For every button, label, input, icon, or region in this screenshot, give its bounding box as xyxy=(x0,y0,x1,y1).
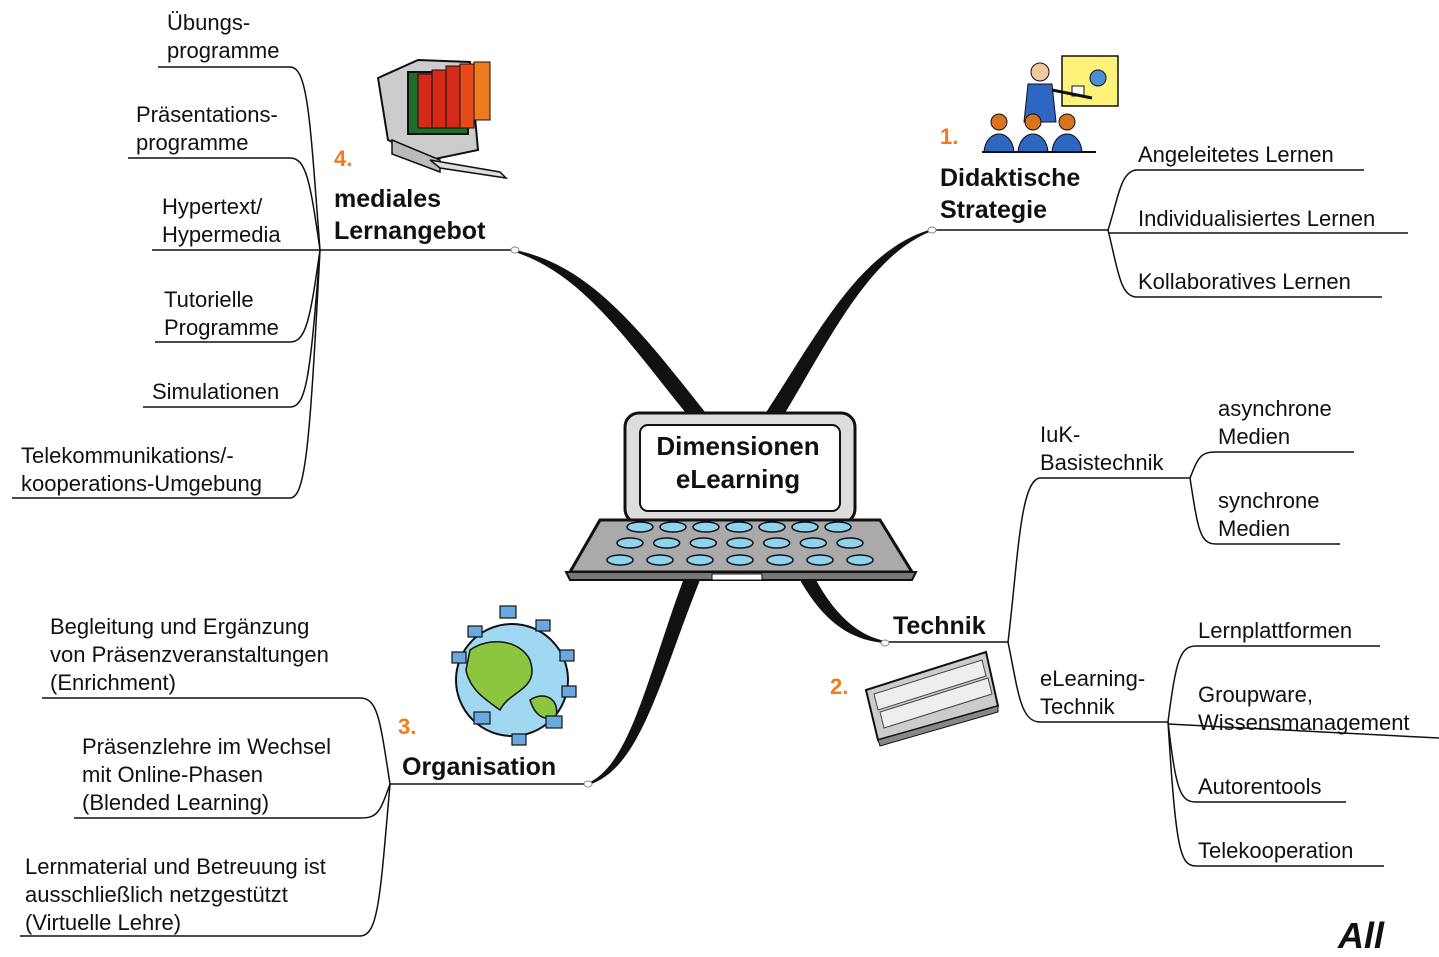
laptop-key xyxy=(686,554,714,566)
connector-technik xyxy=(800,578,885,643)
laptop-key xyxy=(806,554,834,566)
partial-footer-text: All xyxy=(1338,915,1385,956)
technik-iuk-item-1: asynchrone Medien xyxy=(1218,396,1332,449)
branch-number-technik: 2. xyxy=(830,674,849,699)
medial-item-6: Telekommunikations/- kooperations-Umgebu… xyxy=(21,443,262,496)
didaktik-item-2: Individualisiertes Lernen xyxy=(1138,206,1376,231)
branch-title-didaktik: Didaktische Strategie xyxy=(940,164,1081,224)
organisation-item-3: Lernmaterial und Betreuung ist ausschlie… xyxy=(25,854,326,935)
laptop-key xyxy=(652,537,681,549)
didaktik-item-3: Kollaboratives Lernen xyxy=(1138,269,1351,294)
laptop-key xyxy=(846,554,874,566)
connector-medial xyxy=(515,250,705,418)
laptop-key xyxy=(791,521,819,533)
didaktik-item-1: Angeleitetes Lernen xyxy=(1138,142,1334,167)
medial-lines xyxy=(12,66,515,499)
laptop-key xyxy=(626,521,654,533)
technik-el-item-3: Autorentools xyxy=(1198,774,1322,799)
laptop-key xyxy=(766,554,794,566)
laptop-key xyxy=(799,537,828,549)
globe-icon xyxy=(451,605,577,746)
laptop-key xyxy=(689,537,718,549)
keyboard-icon xyxy=(864,650,1000,747)
connector-organisation xyxy=(588,578,700,785)
laptop-key xyxy=(726,554,754,566)
technik-el-item-4: Telekooperation xyxy=(1198,838,1354,863)
laptop-key xyxy=(726,537,754,549)
technik-iuk-item-2: synchrone Medien xyxy=(1218,488,1320,541)
laptop-key xyxy=(762,537,791,549)
medial-item-2: Präsentations- programme xyxy=(136,102,278,155)
branch-number-didaktik: 1. xyxy=(940,124,959,149)
branch-title-organisation: Organisation xyxy=(402,753,557,781)
laptop-key xyxy=(725,521,753,533)
didaktik-lines xyxy=(932,169,1408,298)
technik-el-item-1: Lernplattformen xyxy=(1198,618,1353,643)
laptop-key xyxy=(659,521,687,533)
medial-item-1: Übungs- programme xyxy=(167,10,280,63)
technik-lines xyxy=(885,451,1439,867)
laptop-key xyxy=(616,537,644,549)
branch-number-organisation: 3. xyxy=(398,714,417,739)
computer-books-icon xyxy=(376,58,509,180)
laptop-key xyxy=(836,537,864,549)
connector-didaktik xyxy=(765,229,932,418)
branch-number-medial: 4. xyxy=(334,146,353,171)
main-connectors xyxy=(515,229,932,785)
medial-item-5: Simulationen xyxy=(152,379,280,404)
laptop-key xyxy=(692,521,720,533)
laptop-key xyxy=(606,554,634,566)
branch-title-technik: Technik xyxy=(893,612,986,640)
organisation-lines xyxy=(20,697,588,937)
medial-item-4: Tutorielle Programme xyxy=(164,287,279,340)
technik-sub-iuk: IuK- Basistechnik xyxy=(1040,422,1164,475)
laptop-keys xyxy=(606,521,874,566)
branch-title-medial: mediales Lernangebot xyxy=(334,185,486,245)
laptop-icon xyxy=(564,411,918,581)
laptop-key xyxy=(646,554,674,566)
organisation-item-1: Begleitung und Ergänzung von Präsenzvera… xyxy=(50,614,329,695)
node-dots xyxy=(510,226,937,788)
organisation-item-2: Präsenzlehre im Wechsel mit Online-Phase… xyxy=(82,734,332,815)
center-title: Dimensionen eLearning xyxy=(656,431,820,494)
technik-el-item-2: Groupware, Wissensmanagement xyxy=(1198,682,1410,735)
technik-sub-elearning: eLearning- Technik xyxy=(1040,666,1146,719)
laptop-key xyxy=(824,521,852,533)
presentation-icon xyxy=(982,55,1119,153)
laptop-key xyxy=(758,521,786,533)
medial-item-3: Hypertext/ Hypermedia xyxy=(162,194,281,247)
